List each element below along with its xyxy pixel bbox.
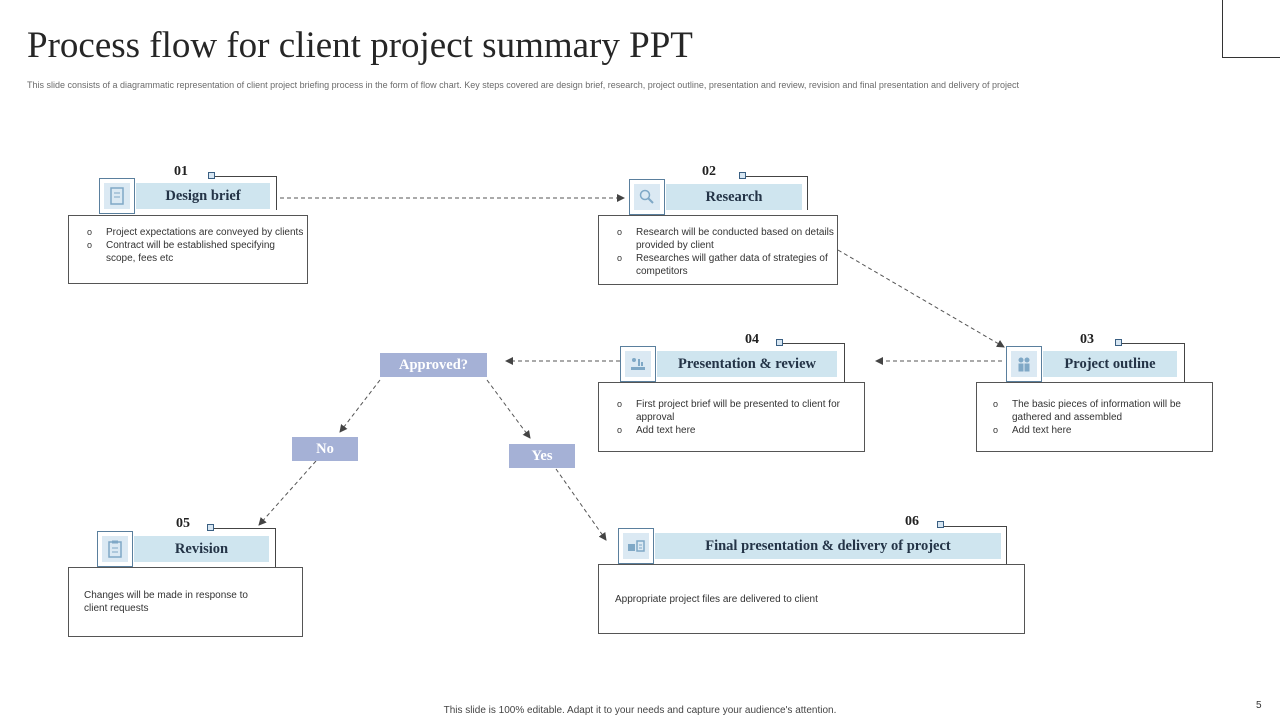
step-03-bullet: Add text here bbox=[993, 424, 1212, 437]
step-06-connector-square bbox=[937, 521, 944, 528]
step-03-connector-square bbox=[1115, 339, 1122, 346]
step-03-bullet: The basic pieces of information will be … bbox=[993, 398, 1212, 424]
presentation-icon bbox=[620, 346, 656, 382]
step-01-description: Project expectations are conveyed by cli… bbox=[68, 215, 308, 284]
step-05-label: Revision bbox=[134, 536, 269, 562]
footer-note: This slide is 100% editable. Adapt it to… bbox=[443, 705, 837, 716]
step-05-description: Changes will be made in response to clie… bbox=[68, 567, 303, 637]
connector-approved-yes bbox=[486, 379, 531, 439]
step-05-tab-frame bbox=[210, 528, 276, 568]
page-number: 5 bbox=[1256, 700, 1262, 711]
step-02-description: Research will be conducted based on deta… bbox=[598, 215, 838, 285]
step-03-label: Project outline bbox=[1043, 351, 1177, 377]
step-04-tab-frame bbox=[777, 343, 845, 383]
connector-approved-no bbox=[339, 379, 381, 433]
notepad-icon bbox=[97, 531, 133, 567]
step-04-bullet: Add text here bbox=[617, 424, 864, 437]
step-02-bullet: Researches will gather data of strategie… bbox=[617, 252, 837, 278]
step-05-text: Changes will be made in response to clie… bbox=[84, 590, 248, 614]
step-06-label: Final presentation & delivery of project bbox=[655, 533, 1001, 559]
step-04-description: First project brief will be presented to… bbox=[598, 382, 865, 452]
decision-yes: Yes bbox=[509, 444, 575, 468]
slide-subtitle: This slide consists of a diagrammatic re… bbox=[27, 80, 1020, 90]
step-02-connector-square bbox=[739, 172, 746, 179]
step-05-number: 05 bbox=[176, 516, 190, 531]
step-04-bullet: First project brief will be presented to… bbox=[617, 398, 864, 424]
step-05-connector-square bbox=[207, 524, 214, 531]
step-01-bullet: Contract will be established specifying … bbox=[87, 239, 307, 265]
step-01-connector-square bbox=[208, 172, 215, 179]
step-06-description: Appropriate project files are delivered … bbox=[598, 564, 1025, 634]
people-icon bbox=[1006, 346, 1042, 382]
document-icon bbox=[99, 178, 135, 214]
step-06-tab-frame bbox=[940, 526, 1007, 566]
connector-no-05 bbox=[258, 460, 317, 526]
step-01-label: Design brief bbox=[136, 183, 270, 209]
step-06-number: 06 bbox=[905, 514, 919, 529]
step-01-tab-frame bbox=[210, 176, 277, 210]
magnifier-icon bbox=[629, 179, 665, 215]
step-04-label: Presentation & review bbox=[657, 351, 837, 377]
step-02-bullet: Research will be conducted based on deta… bbox=[617, 226, 837, 252]
delivery-icon bbox=[618, 528, 654, 564]
step-03-number: 03 bbox=[1080, 332, 1094, 347]
step-04-connector-square bbox=[776, 339, 783, 346]
corner-decoration bbox=[1222, 0, 1280, 58]
step-02-tab-frame bbox=[742, 176, 808, 210]
connector-02-03 bbox=[837, 249, 1005, 348]
step-06-text: Appropriate project files are delivered … bbox=[615, 594, 818, 605]
step-01-bullet: Project expectations are conveyed by cli… bbox=[87, 226, 307, 239]
decision-approved: Approved? bbox=[380, 353, 487, 377]
step-02-label: Research bbox=[666, 184, 802, 210]
step-03-tab-frame bbox=[1118, 343, 1185, 383]
step-04-number: 04 bbox=[745, 332, 759, 347]
step-03-description: The basic pieces of information will be … bbox=[976, 382, 1213, 452]
slide-title: Process flow for client project summary … bbox=[27, 25, 693, 66]
step-01-number: 01 bbox=[174, 164, 188, 179]
decision-no: No bbox=[292, 437, 358, 461]
connector-yes-06 bbox=[555, 468, 607, 541]
step-02-number: 02 bbox=[702, 164, 716, 179]
